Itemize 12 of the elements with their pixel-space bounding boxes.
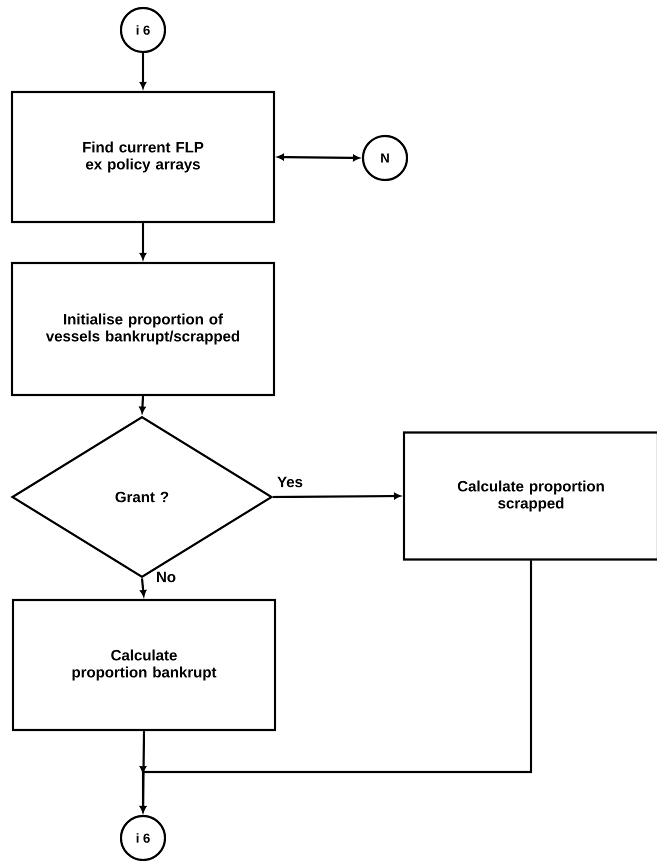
arrow	[140, 53, 146, 89]
process-box: Calculate proportion bankrupt	[12, 598, 276, 732]
arrow	[273, 492, 401, 500]
process-box: Find current FLP ex policy arrays	[10, 90, 276, 224]
arrow	[140, 578, 146, 597]
process-box: Calculate proportion scrapped	[402, 431, 657, 561]
arrow	[140, 223, 146, 260]
arrow	[140, 560, 532, 813]
arrow	[277, 154, 360, 162]
arrow	[139, 396, 146, 414]
process-box: Initialise proportion of vessels bankrupt/scrapped	[10, 262, 276, 396]
edge-label: Yes	[276, 476, 304, 488]
